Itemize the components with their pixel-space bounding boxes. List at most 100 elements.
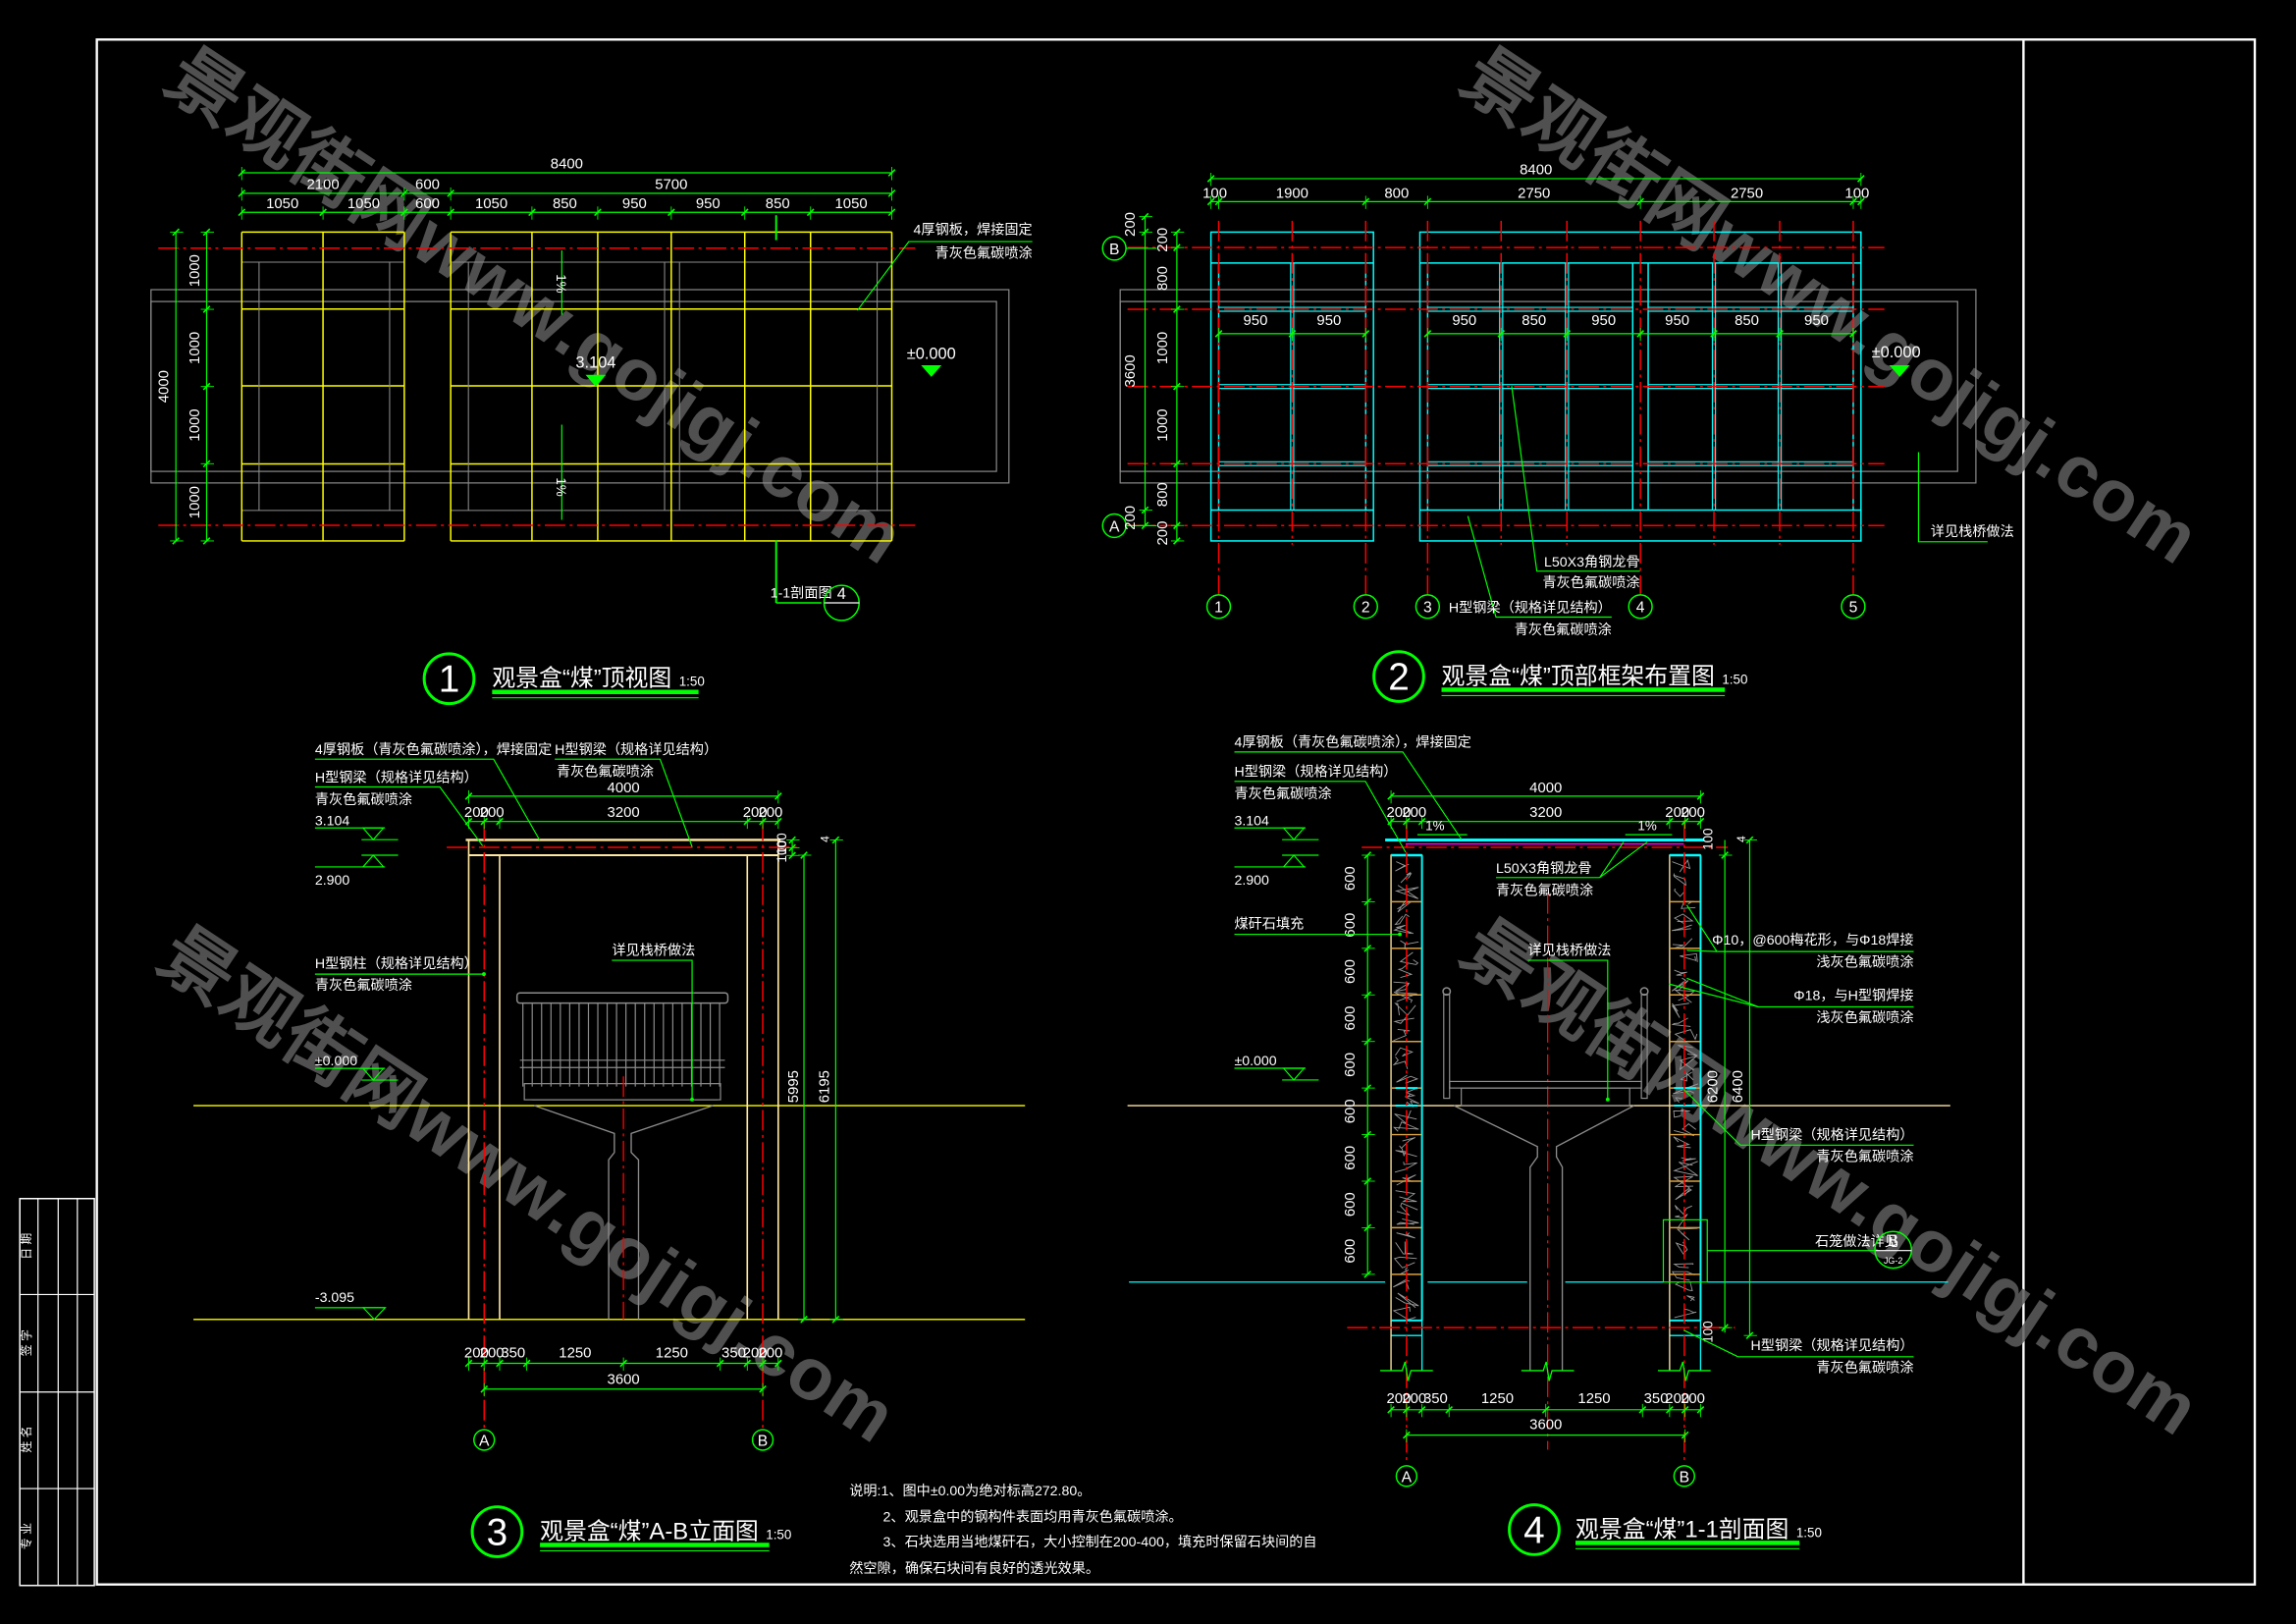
elevation-triangle-icon (1282, 827, 1306, 841)
annotation-text: 说明:1、图中±0.00为绝对标高272.80。 (849, 1483, 1091, 1499)
dimension-value: 2750 (1518, 186, 1550, 201)
dimension-value: 600 (1343, 866, 1359, 891)
coal-gangue-stone (1680, 952, 1698, 962)
coal-gangue-stone (1396, 1202, 1418, 1217)
dimension-value: 5995 (786, 1070, 802, 1103)
axis-label: 5 (1849, 600, 1858, 617)
detail-reference-sheet: JG-2 (1884, 1256, 1902, 1266)
coal-gangue-stone (1394, 1162, 1417, 1173)
leader-line (1685, 904, 1718, 952)
drawing-frame (95, 38, 2257, 1586)
dimension-value: 1250 (656, 1346, 688, 1362)
leader-dot (690, 1097, 695, 1102)
coal-gangue-stone (1676, 1227, 1698, 1241)
dimension-value: 950 (1591, 313, 1616, 329)
detail-reference-circle (1874, 1230, 1913, 1270)
coal-gangue-stone (1673, 873, 1686, 887)
annotation-text: H型钢梁（规格详见结构） (1751, 1127, 1914, 1143)
axis-bubble (1353, 594, 1378, 620)
break-line-symbol (1657, 1361, 1711, 1381)
coal-gangue-stone (1393, 925, 1415, 935)
dimension-value: 1050 (475, 196, 507, 212)
dimension-value: 2100 (306, 177, 339, 192)
dimension-value: 200 (1123, 506, 1139, 530)
dimension-value: 950 (622, 196, 647, 212)
annotation-text: 浅灰色氟碳喷涂 (1816, 1009, 1913, 1026)
axis-bubble (1628, 594, 1653, 620)
dimension-value: 850 (1522, 313, 1546, 329)
annotation-text: 浅灰色氟碳喷涂 (1816, 953, 1913, 970)
dimension-value: 8400 (551, 157, 583, 173)
coal-gangue-stone (1673, 1110, 1690, 1118)
view-title-text: 观景盒“煤”顶部框架布置图 (1442, 663, 1715, 689)
annotation-text: 3.104 (1234, 813, 1269, 829)
axis-bubble (1673, 1465, 1695, 1488)
elevation-triangle-icon (361, 1307, 387, 1321)
axis-label: A (1402, 1469, 1413, 1486)
coal-gangue-stone (1393, 992, 1417, 1003)
dimension-value: 4 (818, 836, 831, 842)
dimension-value: 8400 (1520, 162, 1552, 178)
dimension-value: 200 (1155, 521, 1171, 546)
watermark-text: 景观街网www.gojigj.com (1448, 32, 2213, 579)
dimension-value: 600 (1343, 1099, 1359, 1123)
dimension-value: 600 (1343, 1006, 1359, 1031)
view-title: 观景盒“煤”A-B立面图 1:50 (540, 1518, 791, 1544)
view-scale: 1:50 (1796, 1525, 1822, 1540)
title-block-label: 签 字 (20, 1329, 33, 1356)
dimension-value: 6400 (1731, 1070, 1746, 1103)
coal-gangue-stone (1392, 1306, 1416, 1321)
annotation-text: 4厚钢板，焊接固定 (914, 222, 1033, 239)
dimension-value: 200 (1681, 805, 1705, 821)
coal-gangue-stone (1392, 1056, 1409, 1069)
dimension-value: 200 (1155, 228, 1171, 252)
axis-bubble (1205, 594, 1232, 620)
view-number: 3 (487, 1511, 508, 1553)
view-scale: 1:50 (766, 1527, 791, 1542)
dimension-value: 100 (1700, 828, 1715, 849)
dimension-value: 1000 (1155, 408, 1171, 441)
dimension-value: 800 (1384, 186, 1409, 201)
coal-gangue-stone (1673, 1083, 1699, 1095)
annotation-text: 1-1剖面图 (771, 586, 832, 602)
coal-gangue-stone (1394, 1110, 1417, 1124)
dimension-value: 950 (1804, 313, 1829, 329)
leader-line (1683, 1329, 1738, 1358)
view-number-circle (470, 1505, 524, 1558)
view-title-text: 观景盒“煤”A-B立面图 (540, 1518, 759, 1544)
section-reference-number: 4 (837, 585, 846, 603)
annotation-text: H型钢梁（规格详见结构） (1234, 764, 1397, 780)
annotation-text: H型钢梁（规格详见结构） (555, 742, 718, 758)
view-title: 观景盒“煤”1-1剖面图 1:50 (1575, 1516, 1822, 1543)
view-scale: 1:50 (679, 675, 705, 689)
annotation-text: 2.900 (315, 873, 350, 889)
annotation-text: H型钢柱（规格详见结构） (315, 956, 478, 972)
coal-gangue-stone (1396, 1232, 1415, 1239)
dimension-value: 600 (415, 196, 440, 212)
coal-gangue-stone (1671, 1271, 1695, 1281)
axis-label: 3 (1423, 600, 1432, 617)
coal-gangue-stone (1399, 1137, 1415, 1150)
coal-gangue-stone (1671, 977, 1689, 992)
dimension-value: 4000 (1529, 781, 1562, 796)
view-title-text: 观景盒“煤”1-1剖面图 (1575, 1516, 1789, 1543)
leader-line (1527, 959, 1609, 1100)
dimension-value: 800 (1155, 482, 1171, 507)
annotation-text: 3、石块选用当地煤矸石，大小控制在200-400，填充时保留石块间的自 (883, 1534, 1317, 1550)
axis-bubble (1415, 594, 1441, 620)
coal-gangue-stone (1680, 1071, 1694, 1082)
annotation-text: 青灰色氟碳喷涂 (1515, 622, 1612, 638)
dimension-value: 100 (774, 840, 789, 862)
annotation-text: ±0.000 (1234, 1054, 1276, 1069)
coal-gangue-stone (1394, 1002, 1416, 1016)
elevation-triangle-icon (361, 827, 385, 841)
annotation-text: 2.900 (1234, 873, 1269, 889)
axis-bubble (1395, 1465, 1418, 1488)
dimension-value: 4 (1735, 836, 1748, 842)
coal-gangue-stone (1672, 938, 1693, 949)
dimension-value: 350 (1644, 1391, 1669, 1407)
leader-line (1669, 983, 1759, 1008)
dimension-value: 950 (1244, 313, 1268, 329)
coal-gangue-stone (1397, 963, 1414, 979)
